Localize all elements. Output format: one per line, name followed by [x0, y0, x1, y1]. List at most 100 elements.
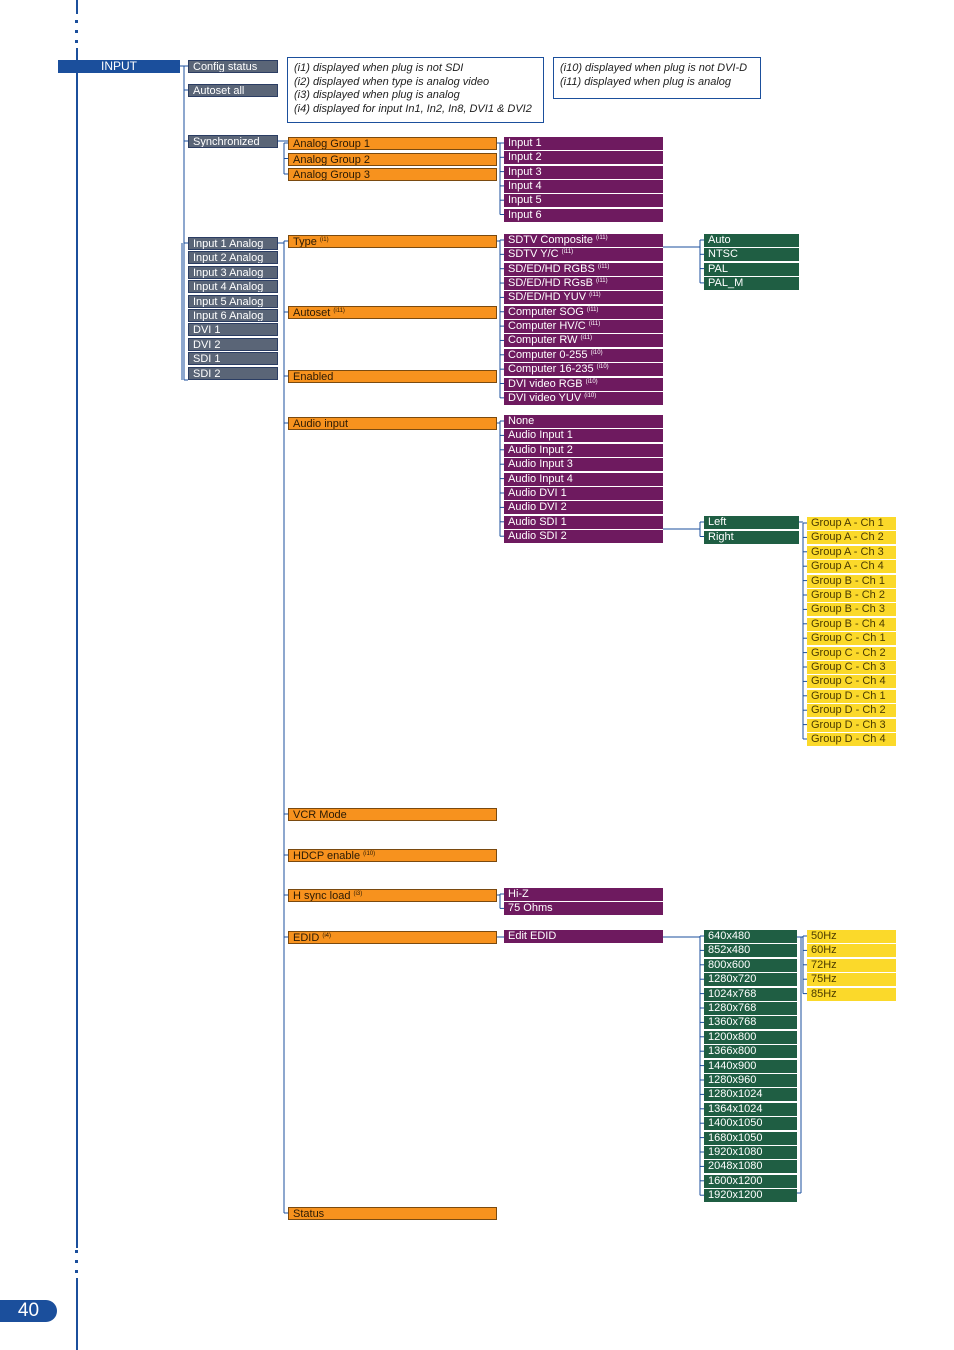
channel-option[interactable]: Group D - Ch 1 — [807, 689, 896, 704]
channel-option[interactable]: Group B - Ch 4 — [807, 617, 896, 632]
setting-item[interactable]: Type (i1) — [288, 235, 497, 248]
hsync-option[interactable]: Hi-Z — [504, 888, 663, 902]
channel-option[interactable]: Group B - Ch 3 — [807, 603, 896, 618]
resolution-option[interactable]: 1200x800 — [704, 1030, 797, 1045]
sync-input-item[interactable]: Input 5 — [504, 194, 663, 209]
refresh-rate-option[interactable]: 75Hz — [807, 973, 896, 988]
type-option[interactable]: SDTV Y/C (i11) — [504, 248, 663, 263]
audio-option[interactable]: Audio SDI 1 — [504, 515, 663, 530]
input-source-item[interactable]: Input 4 Analog — [188, 280, 278, 294]
resolution-option[interactable]: 1280x720 — [704, 973, 797, 988]
setting-item[interactable]: H sync load (i3) — [288, 889, 497, 902]
edit-edid-item[interactable]: Edit EDID — [504, 930, 663, 944]
audio-option[interactable]: Audio Input 4 — [504, 472, 663, 487]
channel-option[interactable]: Group A - Ch 2 — [807, 531, 896, 546]
audio-option[interactable]: Audio SDI 2 — [504, 530, 663, 545]
channel-option[interactable]: Group C - Ch 2 — [807, 646, 896, 661]
input-source-item[interactable]: Input 5 Analog — [188, 294, 278, 308]
type-option[interactable]: SDTV Composite (i11) — [504, 234, 663, 248]
audio-option[interactable]: Audio Input 2 — [504, 443, 663, 458]
refresh-rate-option[interactable]: 72Hz — [807, 958, 896, 973]
resolution-option[interactable]: 1440x900 — [704, 1059, 797, 1074]
channel-option[interactable]: Group B - Ch 2 — [807, 589, 896, 603]
analog-group-item[interactable]: Analog Group 2 — [288, 152, 497, 166]
channel-option[interactable]: Group A - Ch 3 — [807, 545, 896, 560]
type-option[interactable]: SD/ED/HD RGsB (i11) — [504, 277, 663, 292]
audio-option[interactable]: Audio DVI 1 — [504, 487, 663, 501]
channel-option[interactable]: Group C - Ch 4 — [807, 675, 896, 690]
standard-option[interactable]: Auto — [704, 234, 799, 248]
hsync-option[interactable]: 75 Ohms — [504, 902, 663, 917]
resolution-option[interactable]: 1400x1050 — [704, 1117, 797, 1132]
input-menu-root[interactable]: INPUT — [58, 60, 180, 73]
type-option[interactable]: Computer RW (i11) — [504, 334, 663, 349]
input-source-item[interactable]: Input 6 Analog — [188, 309, 278, 322]
resolution-option[interactable]: 1920x1200 — [704, 1189, 797, 1204]
input-source-item[interactable]: Input 3 Analog — [188, 265, 278, 279]
sync-input-item[interactable]: Input 2 — [504, 151, 663, 166]
setting-item[interactable]: Enabled — [288, 370, 497, 383]
resolution-option[interactable]: 852x480 — [704, 944, 797, 959]
channel-side-option[interactable]: Left — [704, 516, 799, 530]
setting-item[interactable]: Status — [288, 1207, 497, 1220]
resolution-option[interactable]: 1280x960 — [704, 1074, 797, 1088]
analog-group-item[interactable]: Analog Group 1 — [288, 137, 497, 150]
resolution-option[interactable]: 1280x1024 — [704, 1088, 797, 1103]
input-source-item[interactable]: SDI 2 — [188, 366, 278, 380]
refresh-rate-option[interactable]: 60Hz — [807, 944, 896, 959]
refresh-rate-option[interactable]: 50Hz — [807, 930, 896, 944]
standard-option[interactable]: PAL_M — [704, 276, 799, 291]
channel-option[interactable]: Group C - Ch 3 — [807, 661, 896, 675]
audio-option[interactable]: None — [504, 415, 663, 429]
menu-item[interactable]: Autoset all — [188, 84, 278, 97]
setting-item[interactable]: Autoset (i11) — [288, 306, 497, 319]
input-source-item[interactable]: DVI 2 — [188, 337, 278, 351]
type-option[interactable]: Computer 16-235 (i10) — [504, 363, 663, 378]
channel-option[interactable]: Group D - Ch 2 — [807, 704, 896, 719]
resolution-option[interactable]: 2048x1080 — [704, 1160, 797, 1175]
audio-option[interactable]: Audio DVI 2 — [504, 501, 663, 516]
input-source-item[interactable]: DVI 1 — [188, 323, 278, 337]
type-option[interactable]: Computer HV/C (i11) — [504, 320, 663, 335]
channel-side-option[interactable]: Right — [704, 530, 799, 545]
setting-item[interactable]: EDID (i4) — [288, 931, 497, 944]
resolution-option[interactable]: 1366x800 — [704, 1045, 797, 1060]
audio-option[interactable]: Audio Input 1 — [504, 429, 663, 444]
resolution-option[interactable]: 1600x1200 — [704, 1174, 797, 1189]
analog-group-item[interactable]: Analog Group 3 — [288, 168, 497, 181]
type-option[interactable]: Computer 0-255 (i10) — [504, 348, 663, 363]
input-source-item[interactable]: Input 1 Analog — [188, 237, 278, 250]
menu-item[interactable]: Synchronized — [188, 135, 278, 148]
channel-option[interactable]: Group A - Ch 1 — [807, 517, 896, 531]
resolution-option[interactable]: 1360x768 — [704, 1016, 797, 1031]
standard-option[interactable]: NTSC — [704, 248, 799, 263]
channel-option[interactable]: Group D - Ch 3 — [807, 718, 896, 733]
resolution-option[interactable]: 1920x1080 — [704, 1146, 797, 1160]
resolution-option[interactable]: 800x600 — [704, 958, 797, 973]
sync-input-item[interactable]: Input 4 — [504, 179, 663, 194]
resolution-option[interactable]: 1680x1050 — [704, 1131, 797, 1146]
input-source-item[interactable]: Input 2 Analog — [188, 251, 278, 265]
type-option[interactable]: SD/ED/HD RGBS (i11) — [504, 262, 663, 277]
type-option[interactable]: DVI video RGB (i10) — [504, 377, 663, 392]
resolution-option[interactable]: 640x480 — [704, 930, 797, 944]
channel-option[interactable]: Group C - Ch 1 — [807, 632, 896, 647]
resolution-option[interactable]: 1280x768 — [704, 1002, 797, 1016]
menu-item[interactable]: Config status — [188, 60, 278, 73]
channel-option[interactable]: Group B - Ch 1 — [807, 574, 896, 589]
channel-option[interactable]: Group D - Ch 4 — [807, 733, 896, 747]
type-option[interactable]: Computer SOG (i11) — [504, 305, 663, 320]
type-option[interactable]: DVI video YUV (i10) — [504, 391, 663, 406]
channel-option[interactable]: Group A - Ch 4 — [807, 560, 896, 575]
resolution-option[interactable]: 1364x1024 — [704, 1102, 797, 1117]
setting-item[interactable]: HDCP enable (i10) — [288, 849, 497, 862]
setting-item[interactable]: VCR Mode — [288, 808, 497, 821]
resolution-option[interactable]: 1024x768 — [704, 987, 797, 1002]
input-source-item[interactable]: SDI 1 — [188, 352, 278, 366]
standard-option[interactable]: PAL — [704, 262, 799, 277]
sync-input-item[interactable]: Input 1 — [504, 137, 663, 151]
sync-input-item[interactable]: Input 3 — [504, 165, 663, 180]
setting-item[interactable]: Audio input — [288, 417, 497, 430]
sync-input-item[interactable]: Input 6 — [504, 208, 663, 223]
type-option[interactable]: SD/ED/HD YUV (i11) — [504, 291, 663, 306]
